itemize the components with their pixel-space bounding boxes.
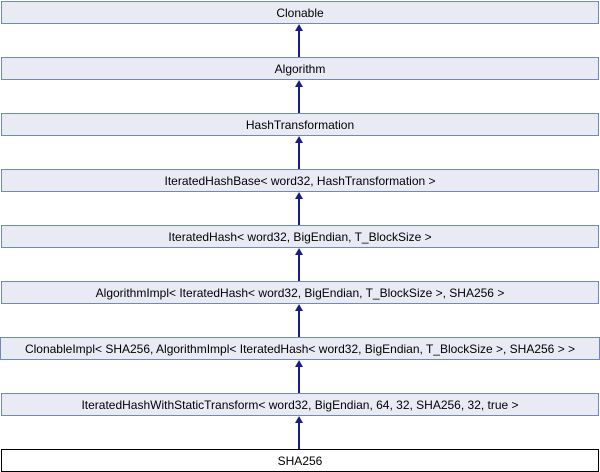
class-node-label: Clonable [276, 5, 324, 20]
class-node-clonableimpl[interactable]: ClonableImpl< SHA256, AlgorithmImpl< Ite… [0, 337, 600, 360]
class-node-label: Algorithm [274, 61, 326, 76]
arrow-up-icon [295, 360, 303, 367]
class-node-label: SHA256 [277, 453, 323, 468]
arrow-up-icon [295, 192, 303, 199]
arrow-line [298, 143, 300, 169]
arrow-line [298, 199, 300, 225]
class-node-algorithm[interactable]: Algorithm [1, 57, 599, 80]
class-node-label: HashTransformation [245, 117, 355, 132]
arrow-line [298, 423, 300, 449]
class-node-hashtransformation[interactable]: HashTransformation [1, 113, 599, 136]
inheritance-arrow [0, 416, 599, 449]
inheritance-arrow [0, 80, 599, 113]
inheritance-arrow [0, 304, 599, 337]
class-node-label: ClonableImpl< SHA256, AlgorithmImpl< Ite… [24, 341, 576, 356]
inheritance-arrow [0, 360, 599, 393]
arrow-up-icon [295, 80, 303, 87]
class-node-label: AlgorithmImpl< IteratedHash< word32, Big… [95, 285, 505, 300]
class-node-iteratedhashwithstatictransform[interactable]: IteratedHashWithStaticTransform< word32,… [1, 393, 599, 416]
class-node-clonable[interactable]: Clonable [1, 1, 599, 24]
class-node-label: IteratedHashWithStaticTransform< word32,… [81, 397, 519, 412]
arrow-line [298, 255, 300, 281]
inheritance-arrow [0, 136, 599, 169]
class-node-sha256: SHA256 [1, 449, 599, 472]
class-node-iteratedhash[interactable]: IteratedHash< word32, BigEndian, T_Block… [1, 225, 599, 248]
arrow-up-icon [295, 248, 303, 255]
inheritance-arrow [0, 192, 599, 225]
arrow-up-icon [295, 304, 303, 311]
arrow-line [298, 311, 300, 337]
arrow-line [298, 87, 300, 113]
arrow-line [298, 31, 300, 57]
class-node-iteratedhashbase[interactable]: IteratedHashBase< word32, HashTransforma… [1, 169, 599, 192]
class-node-algorithmimpl[interactable]: AlgorithmImpl< IteratedHash< word32, Big… [1, 281, 599, 304]
arrow-up-icon [295, 24, 303, 31]
class-node-label: IteratedHashBase< word32, HashTransforma… [164, 173, 436, 188]
arrow-up-icon [295, 136, 303, 143]
inheritance-arrow [0, 24, 599, 57]
arrow-line [298, 367, 300, 393]
arrow-up-icon [295, 416, 303, 423]
inheritance-arrow [0, 248, 599, 281]
class-node-label: IteratedHash< word32, BigEndian, T_Block… [168, 229, 432, 244]
